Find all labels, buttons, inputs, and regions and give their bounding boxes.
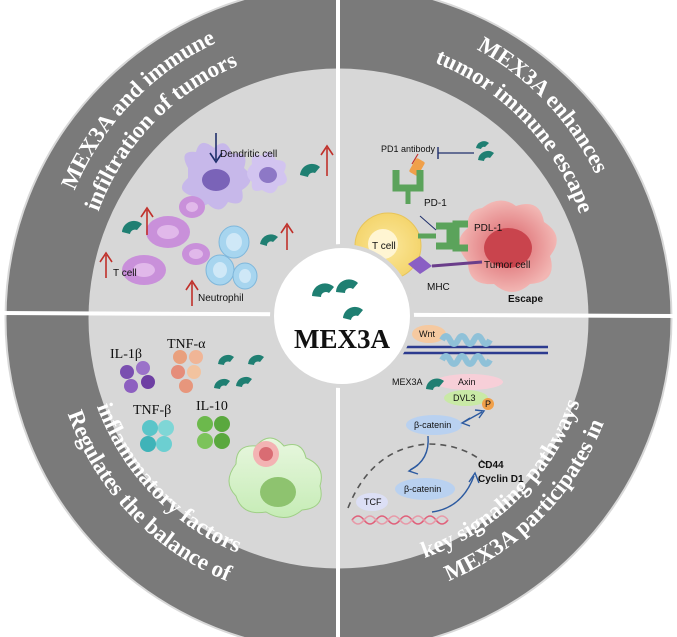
label-axin: Axin bbox=[458, 377, 476, 387]
label-il10: IL-10 bbox=[196, 399, 228, 414]
up-arrow-tl5 bbox=[185, 279, 199, 306]
dvl3-pill bbox=[444, 390, 488, 406]
pd1-pdl1-complex bbox=[418, 215, 468, 252]
label-escape: Escape bbox=[508, 294, 543, 305]
mex3a-icons-bl bbox=[214, 354, 264, 389]
dendritic-cell-small bbox=[247, 151, 287, 194]
t-cell-group bbox=[122, 196, 210, 285]
il10-particles bbox=[197, 416, 230, 449]
label-cd44: CD44 bbox=[478, 460, 504, 471]
arrow-bcatenin-dvl bbox=[460, 409, 486, 427]
mex3a-center-icon bbox=[312, 279, 363, 320]
up-arrow-tl3 bbox=[99, 251, 113, 278]
tumor-cell bbox=[459, 200, 557, 292]
quadrant-bottom-right: Wnt Axin DVL3 P MEX3A β-catenin β-ca bbox=[347, 325, 548, 525]
label-mex3a-br: MEX3A bbox=[392, 377, 423, 387]
label-dendritic-cell: Dendritic cell bbox=[220, 149, 277, 160]
mex3a-icon-tl3 bbox=[260, 234, 278, 246]
label-tnfa: TNF-α bbox=[167, 337, 206, 352]
label-tcf: TCF bbox=[364, 497, 382, 507]
arrow-bcatenin-nucleus bbox=[407, 435, 429, 475]
axin-pill bbox=[435, 374, 503, 390]
label-pd1-antibody: PD1 antibody bbox=[381, 144, 436, 154]
mhc-complex bbox=[408, 256, 483, 274]
label-bcatenin-upper: β-catenin bbox=[414, 420, 451, 430]
quadrant-top-right: PD1 antibody T cell PD-1 bbox=[354, 141, 557, 305]
inhibit-line bbox=[437, 147, 474, 159]
label-pdl1: PDL-1 bbox=[474, 223, 503, 234]
label-tnfb: TNF-β bbox=[133, 403, 171, 418]
mex3a-icon-tl2 bbox=[122, 220, 142, 234]
center-title: MEX3A bbox=[294, 324, 390, 354]
pd1-receptor-upper bbox=[392, 170, 424, 204]
quadrant-top-left: Dendritic cell T cell Neutrophil bbox=[99, 133, 334, 306]
label-bcatenin-lower: β-catenin bbox=[404, 484, 441, 494]
label-pd1: PD-1 bbox=[424, 198, 447, 209]
quadrant-bottom-left: IL-1β TNF-α TNF-β IL-10 bbox=[110, 337, 322, 518]
dna-strand bbox=[351, 515, 449, 525]
up-arrow-tl2 bbox=[140, 206, 154, 235]
mex3a-icon-br bbox=[426, 378, 444, 390]
macrophage bbox=[228, 437, 322, 518]
label-cyclin-d1: Cyclin D1 bbox=[478, 474, 524, 485]
label-tumor-cell: Tumor cell bbox=[484, 260, 530, 271]
phospho-badge bbox=[482, 398, 494, 410]
wnt-ligand bbox=[412, 325, 446, 343]
bcatenin-upper bbox=[406, 415, 462, 435]
mex3a-icon-tl1 bbox=[300, 163, 320, 177]
label-wnt: Wnt bbox=[419, 329, 436, 339]
center-circle bbox=[270, 244, 414, 388]
arrow-to-targets bbox=[431, 471, 480, 513]
label-p: P bbox=[485, 399, 491, 409]
label-neutrophil: Neutrophil bbox=[198, 293, 244, 304]
down-arrowhead-dendritic bbox=[209, 152, 223, 164]
label-t-cell-tr: T cell bbox=[372, 241, 396, 252]
label-mhc: MHC bbox=[427, 282, 450, 293]
neutrophil-group bbox=[205, 225, 258, 290]
label-il1b: IL-1β bbox=[110, 347, 142, 362]
label-dvl3: DVL3 bbox=[453, 393, 476, 403]
label-t-cell-tl: T cell bbox=[113, 268, 137, 279]
tnfb-particles bbox=[140, 420, 174, 452]
nucleus-outline bbox=[347, 443, 491, 509]
up-arrow-tl1 bbox=[320, 144, 334, 176]
mex3a-icon-tr1 bbox=[476, 141, 494, 161]
il1b-particles bbox=[120, 361, 155, 393]
tcf-pill bbox=[356, 493, 388, 511]
membrane bbox=[400, 333, 548, 367]
dendritic-cell-large bbox=[181, 142, 251, 210]
tnfa-particles bbox=[171, 350, 203, 393]
bcatenin-lower bbox=[395, 478, 455, 500]
pd1-antibody-icon bbox=[409, 153, 425, 176]
up-arrow-tl4 bbox=[280, 222, 294, 250]
